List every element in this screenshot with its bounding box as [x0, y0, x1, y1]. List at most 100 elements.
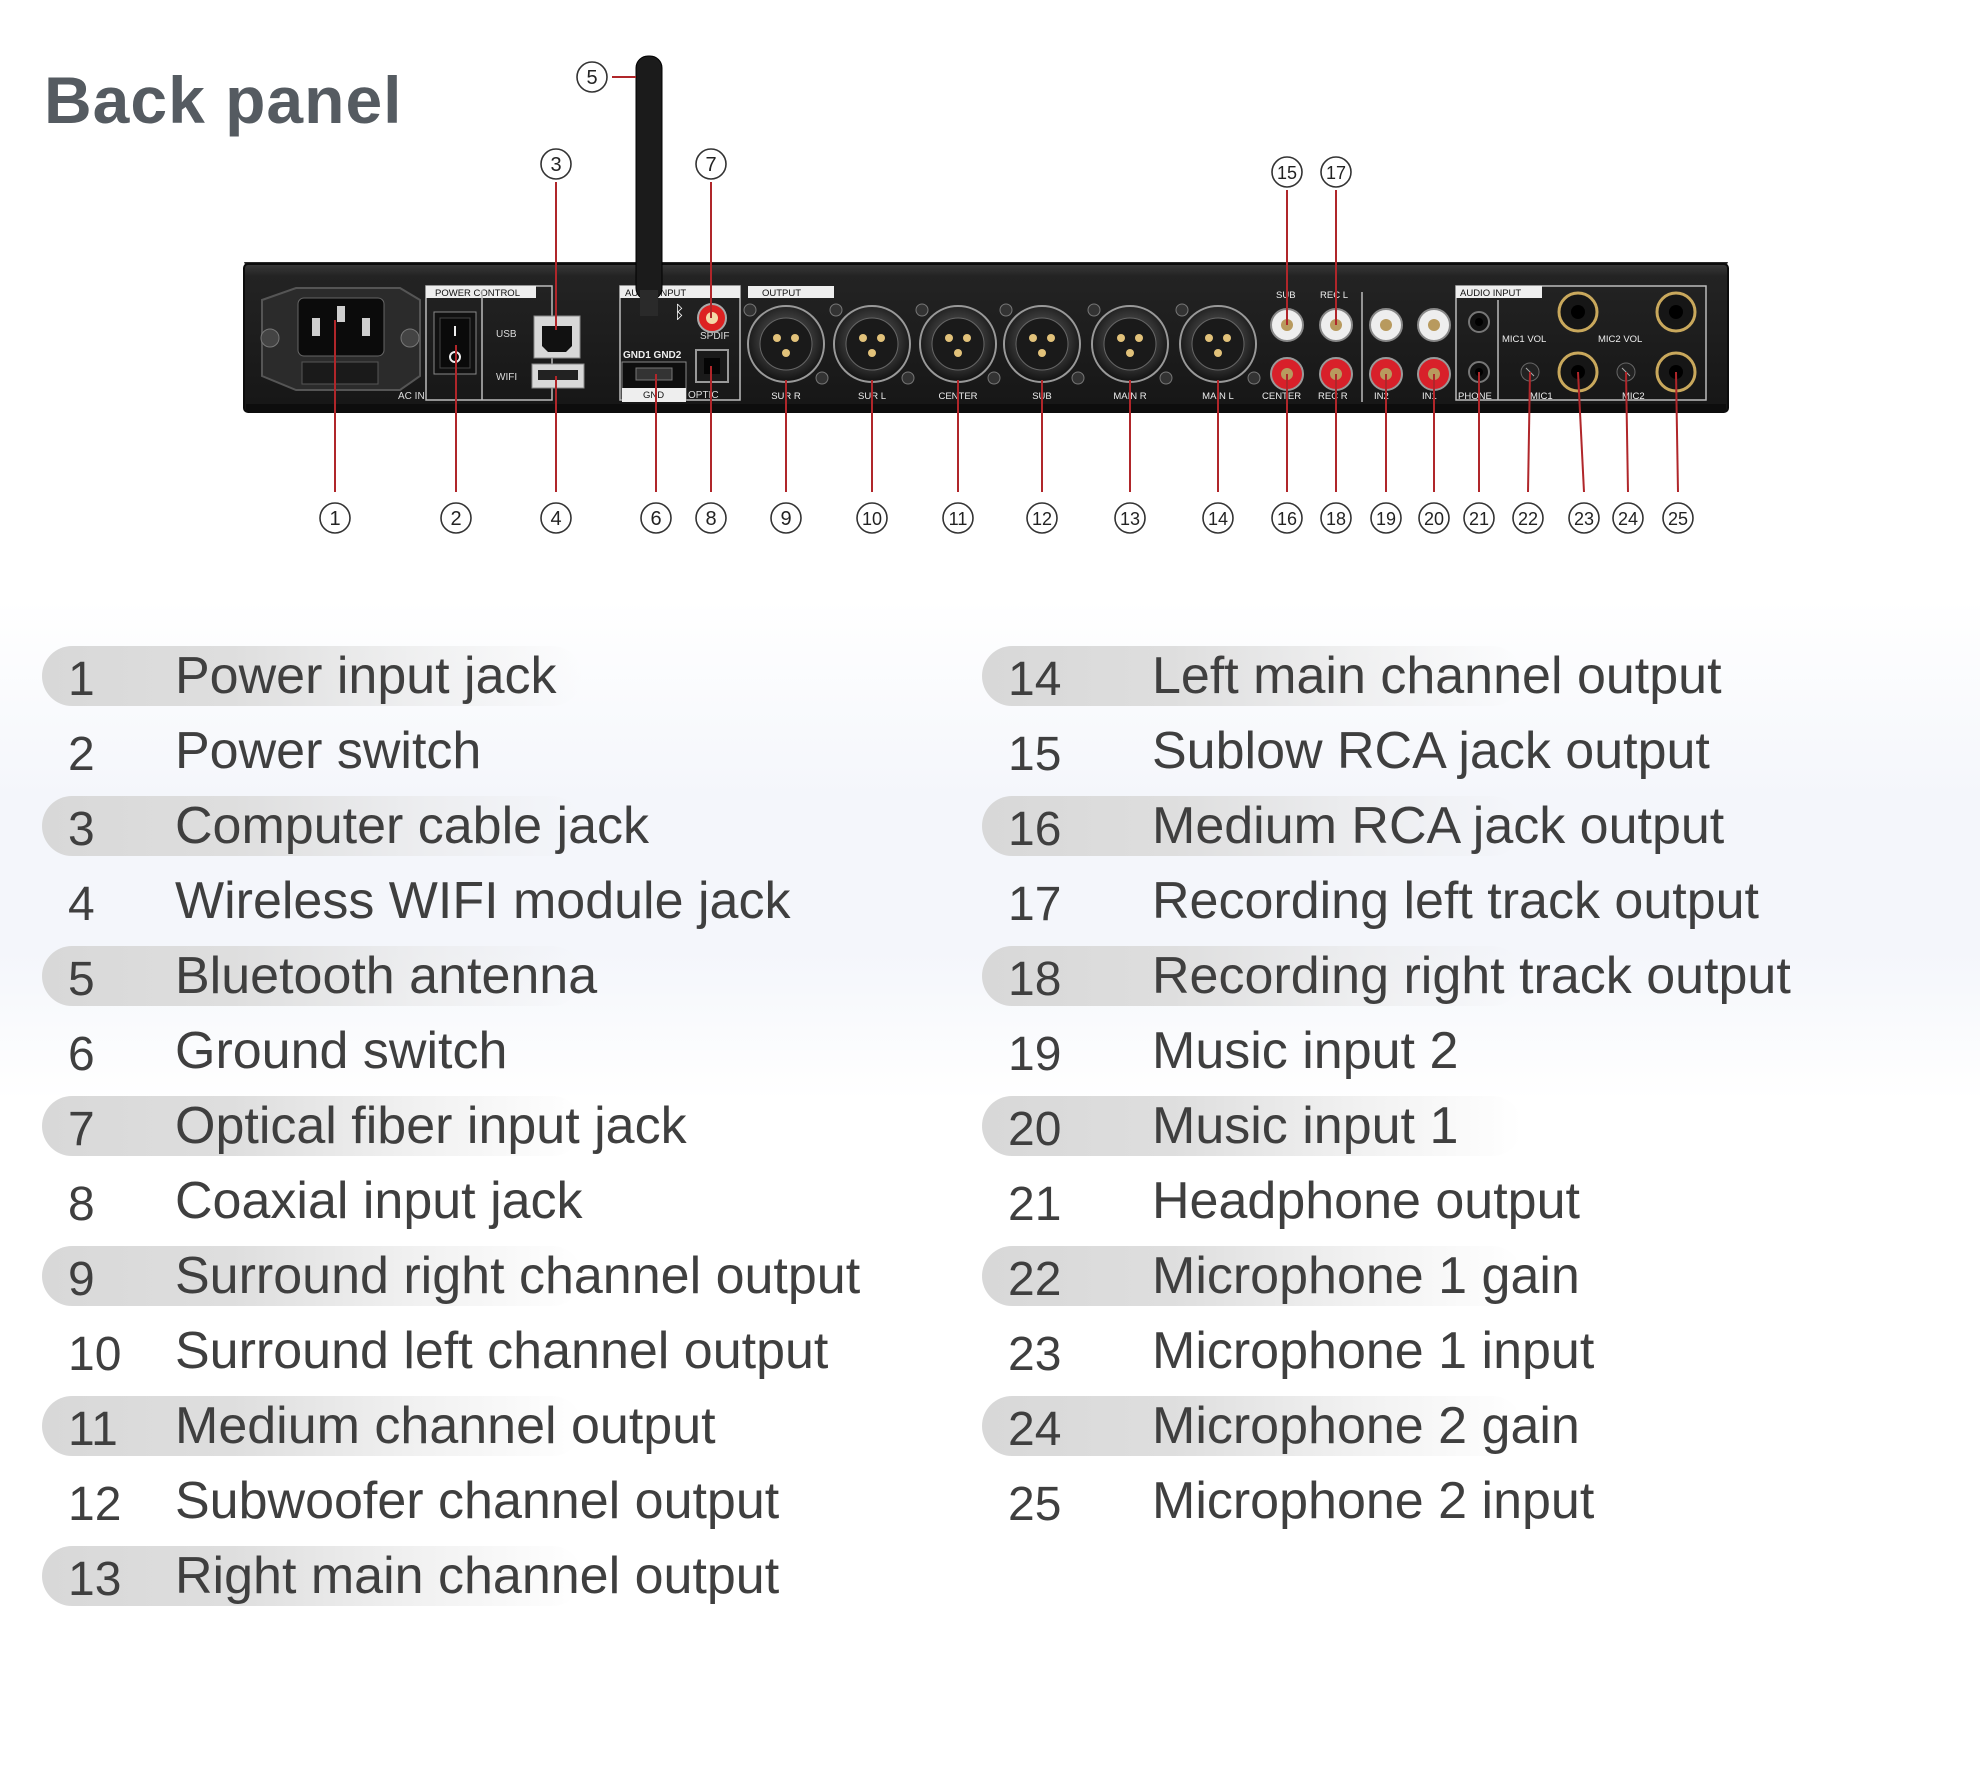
legend-row-band	[42, 796, 582, 856]
callout-marker: 16	[1271, 502, 1303, 534]
xlr-connector: MAIN L	[1175, 303, 1261, 402]
usb-b-port	[533, 315, 581, 359]
page-title: Back panel	[44, 63, 403, 137]
leader-line	[1577, 371, 1585, 493]
usb-a-port	[531, 363, 585, 389]
legend-row-band	[42, 1096, 582, 1156]
panel-label-center: CENTER	[1262, 391, 1301, 402]
callout-marker: 1	[319, 502, 351, 534]
headphone-jack-upper	[1468, 311, 1490, 333]
callout-number: 23	[1574, 509, 1594, 529]
legend-number: 19	[1008, 1028, 1062, 1081]
legend-number: 20	[1008, 1103, 1062, 1156]
panel-label-sub: SUB	[1276, 290, 1296, 301]
callout-marker: 8	[695, 502, 727, 534]
callout-number: 3	[550, 154, 561, 176]
callout-number: 14	[1208, 509, 1228, 529]
legend-number: 3	[68, 803, 95, 856]
legend-label: Wireless WIFI module jack	[175, 872, 791, 930]
legend-label: Recording right track output	[1152, 947, 1791, 1005]
legend-number: 5	[68, 953, 95, 1006]
legend-row: 18 Recording right track output	[982, 942, 1882, 1017]
mic-jack-top-2	[1655, 291, 1697, 333]
rca-in2-white	[1369, 308, 1403, 342]
panel-label-wifi: WIFI	[496, 372, 517, 383]
callout-marker: 10	[856, 502, 888, 534]
ground-switch	[635, 367, 673, 381]
panel-label-in1: IN1	[1422, 391, 1437, 402]
panel-label-mic1-vol: MIC1 VOL	[1502, 334, 1546, 345]
callout-marker: 13	[1114, 502, 1146, 534]
legend-row-band	[42, 646, 582, 706]
leader-line	[1675, 371, 1679, 493]
callout-marker: 25	[1662, 502, 1694, 534]
callout-marker: 5	[576, 61, 608, 93]
legend-number: 21	[1008, 1178, 1062, 1231]
legend-number: 18	[1008, 953, 1062, 1006]
callout-number: 8	[705, 508, 716, 530]
legend-label: Sublow RCA jack output	[1152, 722, 1710, 780]
panel-label-optic: OPTIC	[688, 390, 719, 401]
legend-label: Optical fiber input jack	[175, 1097, 687, 1155]
panel-label-spdif: SPDIF	[700, 331, 729, 342]
panel-label-ac-in: AC IN	[398, 391, 425, 402]
callout-marker: 19	[1370, 502, 1402, 534]
panel-label-rec-l: REC L	[1320, 290, 1348, 301]
callout-marker: 2	[440, 502, 472, 534]
legend-label: Medium channel output	[175, 1397, 716, 1455]
leader-lines	[334, 76, 1679, 493]
panel-label-output: OUTPUT	[762, 288, 801, 299]
callout-number: 10	[862, 509, 882, 529]
callout-number: 1	[329, 508, 340, 530]
callout-number: 5	[586, 67, 597, 89]
callout-marker: 14	[1202, 502, 1234, 534]
callout-number: 11	[949, 509, 968, 529]
callout-marker: 18	[1320, 502, 1352, 534]
callout-marker: 24	[1612, 502, 1644, 534]
rca-in1-white	[1417, 308, 1451, 342]
callout-marker: 6	[640, 502, 672, 534]
callout-marker: 11	[942, 502, 974, 534]
callout-number: 12	[1032, 509, 1052, 529]
back-panel-diagram: AC IN POWER CONTROL USB WIFI AUDIO INPUT…	[243, 55, 1729, 534]
legend-number: 16	[1008, 803, 1062, 856]
callout-marker: 15	[1271, 156, 1303, 188]
panel-label-mic1: MIC1	[1530, 391, 1553, 402]
legend-number: 4	[68, 878, 95, 931]
legend-number: 7	[68, 1103, 95, 1156]
legend-row-band	[982, 796, 1522, 856]
legend-row: 4 Wireless WIFI module jack	[42, 867, 942, 942]
bluetooth-antenna	[635, 55, 663, 316]
legend-row: 21 Headphone output	[982, 1167, 1882, 1242]
panel-label-mic2: MIC2	[1622, 391, 1645, 402]
panel-label-usb: USB	[496, 329, 517, 340]
panel-label-power-control: POWER CONTROL	[435, 288, 520, 299]
legend-row-band	[42, 1246, 582, 1306]
callout-number: 22	[1518, 509, 1538, 529]
legend-label: Headphone output	[1152, 1172, 1580, 1230]
legend-label: Microphone 2 input	[1152, 1472, 1595, 1530]
legend-row: 19 Music input 2	[982, 1017, 1882, 1092]
callout-number: 16	[1277, 509, 1297, 529]
legend-number: 10	[68, 1328, 122, 1381]
callout-marker: 12	[1026, 502, 1058, 534]
legend-label: Music input 2	[1152, 1022, 1459, 1080]
legend-label: Microphone 1 gain	[1152, 1247, 1580, 1305]
